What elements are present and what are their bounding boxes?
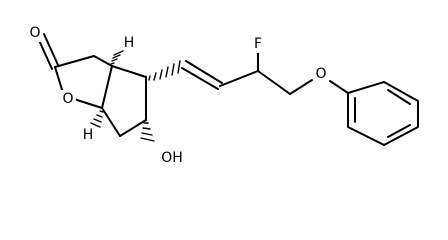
bond-c3a-c6a bbox=[101, 65, 113, 109]
bond-cf-ch2 bbox=[257, 70, 291, 95]
bond-c3a-c4 bbox=[111, 65, 147, 78]
bond-oh-connector bbox=[154, 141, 160, 150]
carbonyl-double-bond-b bbox=[43, 33, 59, 66]
hashed-bond-vinyl bbox=[148, 60, 181, 81]
bond-o-ph bbox=[329, 80, 349, 94]
hydrogen-top-label: H bbox=[124, 35, 135, 51]
trans-double-bond-b bbox=[185, 60, 223, 84]
carbonyl-oxygen-label: O bbox=[29, 25, 40, 41]
atom-labels: O O H H OH F O bbox=[27, 24, 329, 167]
cyclopentane-ring bbox=[101, 65, 147, 137]
ether-oxygen-label: O bbox=[315, 66, 326, 82]
fluorine-label: F bbox=[254, 36, 262, 52]
hashed-bond-h-top bbox=[110, 50, 124, 65]
hydroxyl-label: OH bbox=[161, 150, 183, 166]
phenyl-hexagon bbox=[347, 81, 419, 146]
lactone-ring bbox=[37, 33, 113, 109]
hashed-bond-oh bbox=[140, 122, 155, 142]
phenyl-inner-bond-1 bbox=[387, 89, 411, 105]
hashed-bond-h-bottom bbox=[90, 110, 104, 128]
bond-c6-c6a bbox=[101, 107, 121, 137]
molecule-diagram: O O H H OH F O bbox=[27, 24, 419, 167]
hydrogen-bottom-label: H bbox=[83, 127, 94, 143]
phenyl-ring bbox=[347, 81, 419, 146]
side-chain bbox=[181, 51, 349, 95]
stereo-bonds bbox=[90, 50, 181, 142]
bond-c3-c3a bbox=[93, 55, 113, 67]
carbonyl-double-bond-a bbox=[37, 37, 53, 70]
bond-c5-c6 bbox=[119, 119, 147, 137]
ring-oxygen-label: O bbox=[62, 91, 73, 107]
bond-allyl-cf bbox=[219, 70, 259, 87]
bond-c2-c3 bbox=[54, 55, 95, 68]
phenyl-inner-bond-2 bbox=[387, 124, 411, 138]
trans-double-bond-a bbox=[181, 67, 219, 90]
bond-o1-c6a bbox=[73, 98, 103, 109]
bond-ch2-o bbox=[289, 79, 313, 95]
